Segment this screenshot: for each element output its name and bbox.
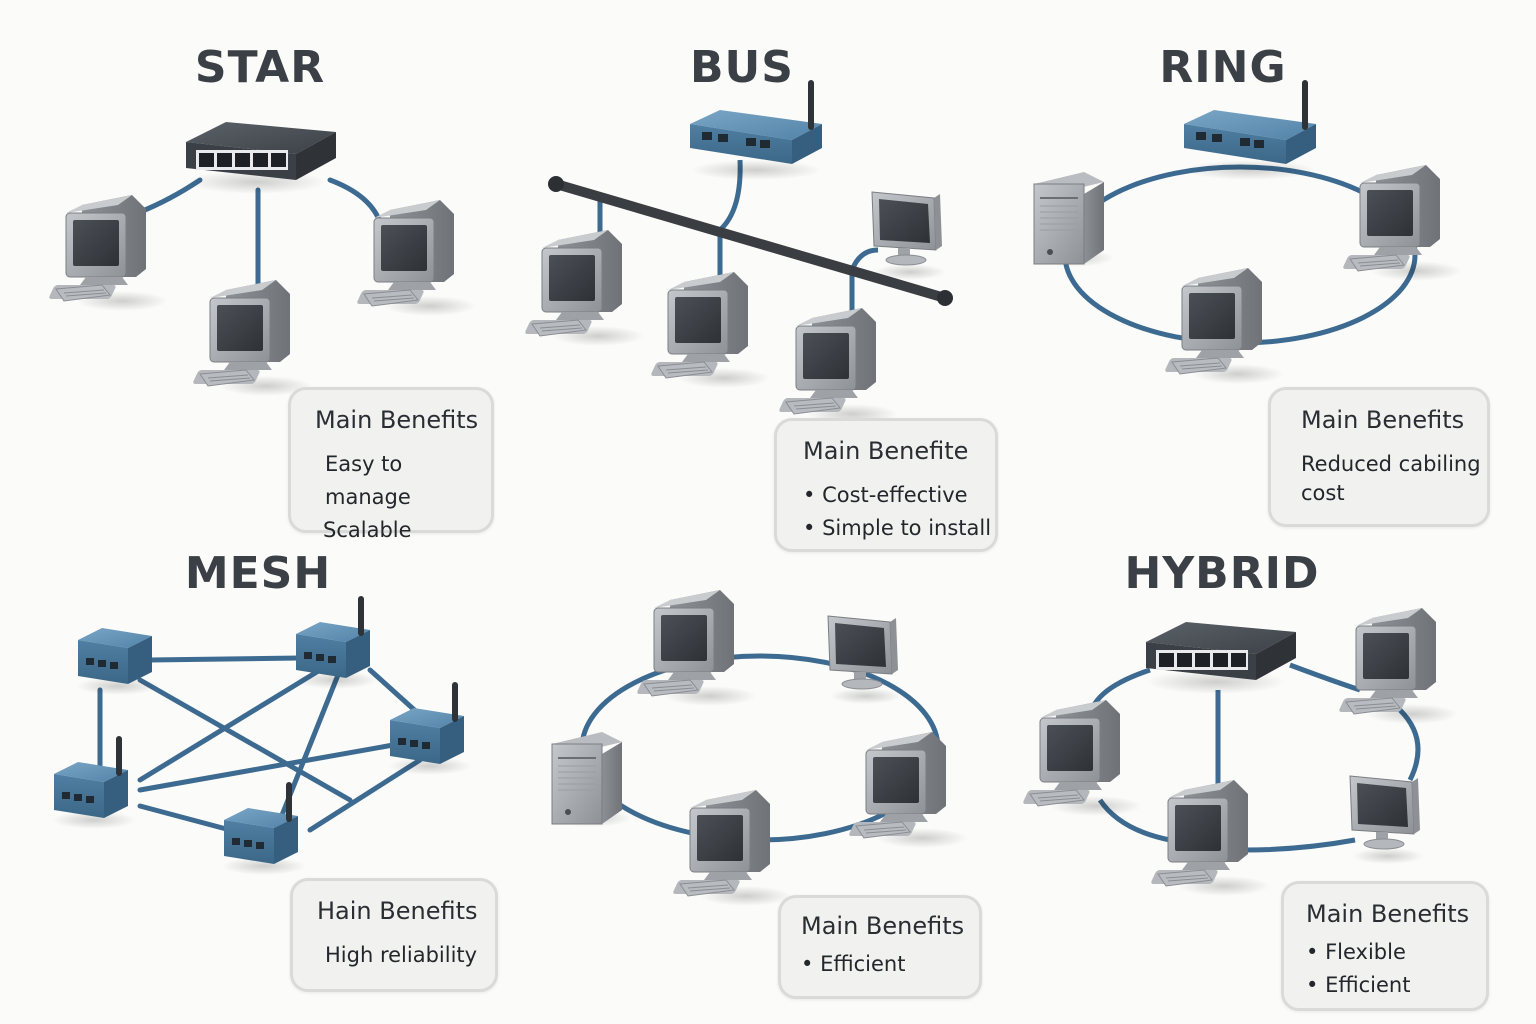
- mesh-node-icon: [52, 736, 136, 829]
- bus-title: BUS: [690, 42, 794, 93]
- ring-benefits-box: Main Benefits Reduced cabiling cost: [1268, 387, 1490, 527]
- ring-router-icon: [1184, 80, 1316, 180]
- bus-pc-icon: [649, 271, 771, 389]
- star-benefits-box: Main Benefits Easy to manage Scalable: [288, 387, 494, 542]
- ring2-pc-icon: [635, 589, 757, 707]
- benefit-item: High reliability: [325, 943, 478, 967]
- bus-terminator-icon: [548, 176, 564, 192]
- star-cable: [327, 177, 383, 225]
- mesh-node-icon: [222, 782, 306, 875]
- star-switch-icon: [186, 122, 336, 194]
- bus-pc-icon: [523, 229, 645, 347]
- benefit-item: Efficient: [1306, 969, 1486, 1002]
- ring2-server-icon: [551, 731, 633, 828]
- benefit-item: Reduced cabiling: [1301, 452, 1481, 476]
- benefits-heading: Main Benefits: [1301, 406, 1465, 434]
- bus-benefits-box: Main Benefite Cost-effective Simple to i…: [774, 418, 998, 552]
- benefits-heading: Hain Benefits: [317, 897, 478, 925]
- mesh-title: MESH: [184, 548, 332, 599]
- ring-title: RING: [1159, 42, 1287, 93]
- benefits-heading: Main Benefits: [1306, 900, 1470, 928]
- benefits-heading: Main Benefite: [803, 437, 969, 465]
- benefit-item: Easy to manage: [325, 452, 411, 509]
- star-pc-icon: [47, 194, 169, 312]
- ring2-pc-icon: [671, 789, 793, 907]
- hybrid-pc-icon: [1021, 699, 1143, 817]
- ring2-monitor-icon: [827, 615, 903, 705]
- mesh-node-icon: [294, 596, 378, 689]
- bus-backbone: [551, 179, 950, 303]
- hybrid-pc-icon: [1337, 607, 1459, 725]
- star-pc-icon: [191, 279, 313, 397]
- ring2-pc-icon: [847, 731, 969, 849]
- hybrid-benefits-box: Main Benefits Flexible Efficient: [1281, 881, 1489, 1011]
- hybrid-switch-icon: [1146, 622, 1296, 694]
- bus-terminator-icon: [937, 290, 953, 306]
- benefits-heading: Main Benefits: [801, 912, 965, 940]
- ring-pc-icon: [1341, 164, 1463, 282]
- benefit-item: Simple to install: [803, 512, 995, 545]
- hybrid-pc-icon: [1149, 779, 1271, 897]
- star-pc-icon: [355, 199, 477, 317]
- benefit-item: Flexible: [1306, 936, 1486, 969]
- benefit-item: Scalable: [323, 518, 412, 542]
- bus-pc-icon: [777, 307, 899, 425]
- star-diagram: [137, 177, 383, 293]
- hybrid-monitor-icon: [1349, 775, 1425, 865]
- bus-router-icon: [690, 80, 822, 180]
- benefits-heading: Main Benefits: [315, 406, 479, 434]
- mesh-benefits-box: Hain Benefits High reliability: [290, 878, 498, 992]
- bus-monitor-icon: [871, 191, 947, 281]
- benefit-item: cost: [1301, 481, 1345, 505]
- star-title: STAR: [194, 42, 326, 93]
- hybrid-title: HYBRID: [1124, 548, 1320, 599]
- benefit-item: Cost-effective: [803, 479, 995, 512]
- ring2-benefits-box: Main Benefits Efficient: [778, 895, 982, 999]
- mesh-node-icon: [76, 628, 160, 695]
- ring-pc-icon: [1163, 267, 1285, 385]
- benefit-item: Efficient: [801, 948, 979, 981]
- ring-server-icon: [1033, 171, 1115, 268]
